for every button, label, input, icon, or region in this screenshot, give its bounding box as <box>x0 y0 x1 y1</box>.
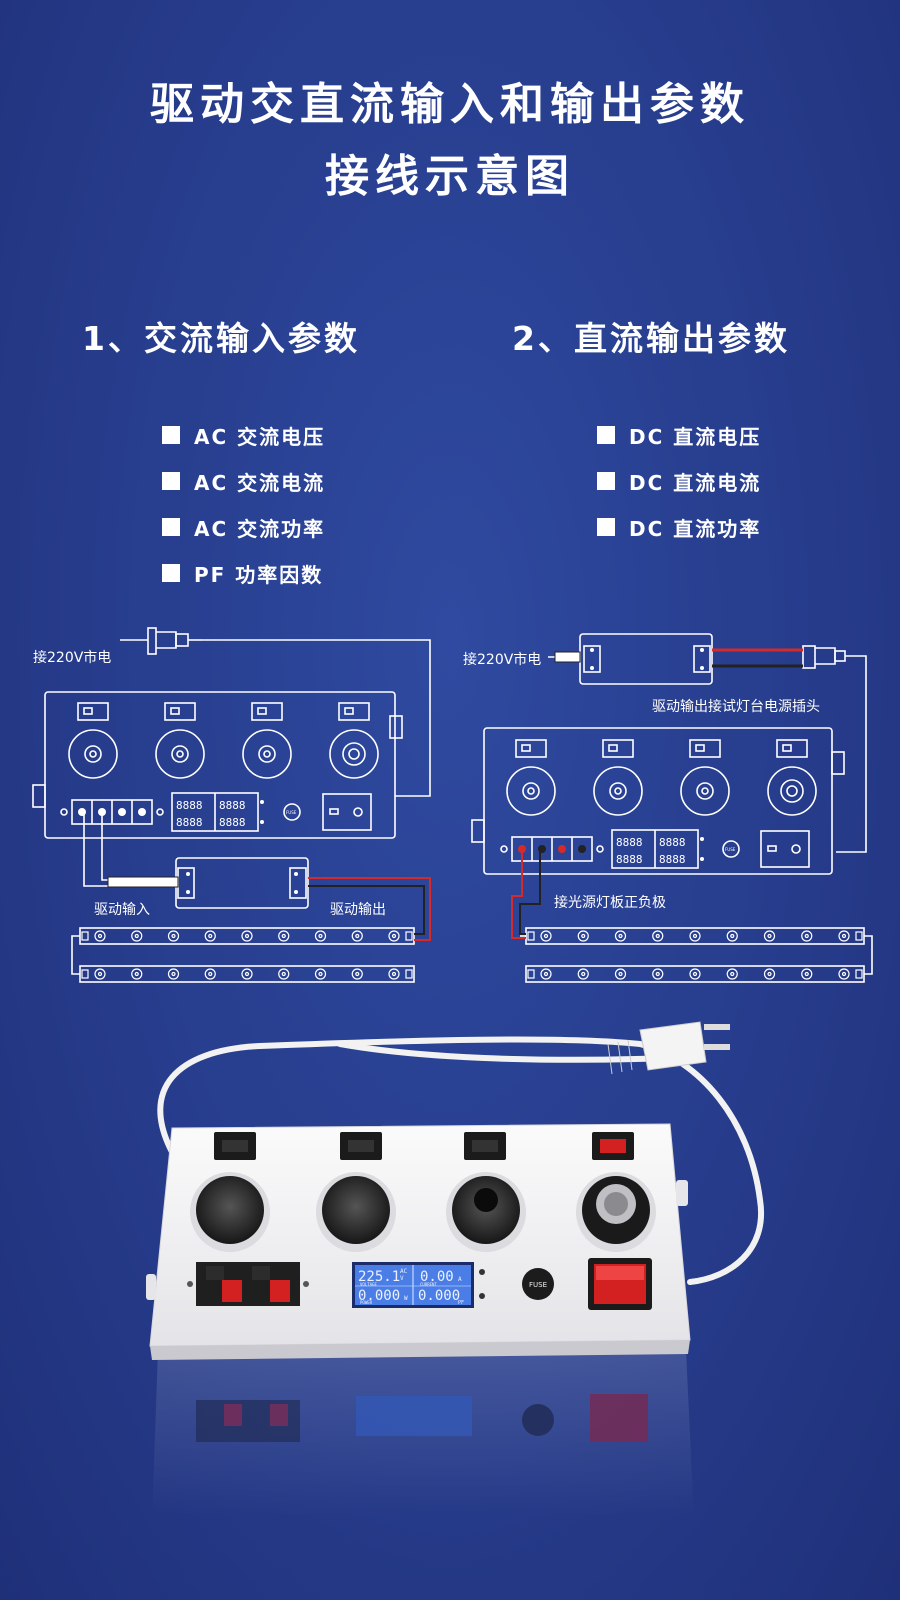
bullet-square-icon <box>597 472 615 490</box>
svg-text:225.1: 225.1 <box>358 1269 400 1285</box>
svg-text:AC: AC <box>400 1268 408 1275</box>
bullet-square-icon <box>162 426 180 444</box>
list-item: AC 交流电压 <box>162 412 325 458</box>
bullet-square-icon <box>597 518 615 536</box>
dc-param-list: DC 直流电压 DC 直流电流 DC 直流功率 <box>597 412 761 550</box>
list-item: DC 直流功率 <box>597 504 761 550</box>
svg-text:8888: 8888 <box>176 799 203 812</box>
svg-text:8888: 8888 <box>219 799 246 812</box>
led-label: 接光源灯板正负极 <box>554 895 666 911</box>
fuse-holder: FUSE <box>522 1268 554 1300</box>
svg-text:0.00: 0.00 <box>420 1269 454 1285</box>
list-item: AC 交流功率 <box>162 504 325 550</box>
product-illustration: 225.1 AC V 0.00 A VOLTAGE CURRENT 0.000 … <box>146 1021 765 1520</box>
svg-text:8888: 8888 <box>616 853 643 866</box>
diagram-wires <box>107 648 803 941</box>
lamp-sockets <box>190 1172 656 1252</box>
dc-section-heading: 2、直流输出参数 <box>512 319 790 358</box>
wiring-diagrams: 8888 8888 8888 8888 8888 8888 8888 8888 … <box>32 627 873 983</box>
ac-param-list: AC 交流电压 AC 交流电流 AC 交流功率 PF 功率因数 <box>162 412 325 596</box>
svg-text:A: A <box>458 1276 462 1283</box>
svg-text:PF: PF <box>458 1300 464 1306</box>
spring-terminal <box>187 1262 309 1306</box>
driver-input-label: 驱动输入 <box>94 902 150 918</box>
power-plug <box>607 1021 730 1075</box>
svg-text:8888: 8888 <box>659 853 686 866</box>
main-power-switch <box>588 1258 652 1310</box>
svg-text:8888: 8888 <box>659 836 686 849</box>
list-item: DC 直流电压 <box>597 412 761 458</box>
svg-text:FUSE: FUSE <box>286 810 297 815</box>
left-mains-label: 接220V市电 <box>33 650 112 666</box>
svg-text:FUSE: FUSE <box>529 1281 547 1289</box>
list-item: DC 直流电流 <box>597 458 761 504</box>
svg-text:8888: 8888 <box>616 836 643 849</box>
ac-section-heading: 1、交流输入参数 <box>82 319 360 358</box>
svg-text:VOLTAGE: VOLTAGE <box>360 1282 377 1287</box>
bullet-square-icon <box>162 472 180 490</box>
plug-label: 驱动输出接试灯台电源插头 <box>652 699 820 715</box>
right-wiring-diagram <box>471 633 873 983</box>
list-item: AC 交流电流 <box>162 458 325 504</box>
bullet-square-icon <box>597 426 615 444</box>
svg-text:0.000: 0.000 <box>418 1288 460 1304</box>
list-item: PF 功率因数 <box>162 550 325 596</box>
svg-text:8888: 8888 <box>176 816 203 829</box>
bullet-square-icon <box>162 518 180 536</box>
outlet-switches <box>214 1132 634 1160</box>
diagram-display-digits: 8888 8888 8888 8888 8888 8888 8888 8888 <box>176 799 686 866</box>
lcd-meter: 225.1 AC V 0.00 A VOLTAGE CURRENT 0.000 … <box>352 1262 474 1308</box>
page-subtitle: 接线示意图 <box>325 151 575 202</box>
right-mains-label: 接220V市电 <box>463 652 542 668</box>
bullet-square-icon <box>162 564 180 582</box>
svg-text:FUSE: FUSE <box>725 847 736 852</box>
svg-text:8888: 8888 <box>219 816 246 829</box>
led-strip-dots <box>81 930 863 980</box>
terminal-dots <box>78 648 704 894</box>
svg-text:V: V <box>400 1275 404 1282</box>
svg-text:CURRENT: CURRENT <box>420 1282 437 1287</box>
svg-text:0.000: 0.000 <box>358 1288 400 1304</box>
product-reflection <box>152 1350 694 1520</box>
svg-text:POWER: POWER <box>360 1300 373 1305</box>
svg-text:W: W <box>404 1295 408 1302</box>
diagram-fuse-labels: FUSE FUSE <box>286 810 736 852</box>
driver-output-label: 驱动输出 <box>330 902 386 918</box>
page-title: 驱动交直流输入和输出参数 <box>150 79 750 130</box>
power-cable <box>157 1036 765 1285</box>
